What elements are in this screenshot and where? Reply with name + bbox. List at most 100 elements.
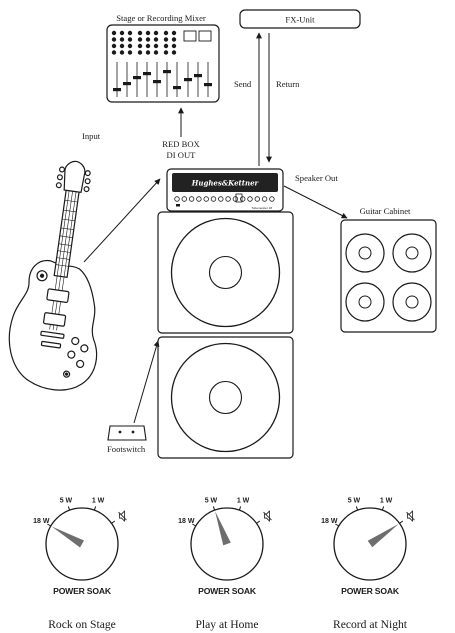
mixer-knob: [111, 37, 117, 42]
mixer-knob: [127, 43, 133, 49]
amp-knob: [269, 196, 275, 202]
amp-knob: [232, 196, 239, 202]
mixer-fader-cap: [143, 72, 151, 76]
mixer-knob: [137, 30, 143, 36]
mixer-knob: [171, 43, 177, 49]
mixer-fader-bank: [113, 62, 212, 97]
upper-speaker-cabinet: [157, 211, 294, 334]
lower-speaker-cone: [170, 342, 281, 453]
mixer-knob: [137, 37, 143, 42]
mixer-fader-cap: [113, 88, 121, 92]
mixer-display-right: [198, 30, 212, 42]
mixer-knob: [137, 50, 143, 55]
mixer-knob: [163, 37, 169, 42]
amp-knob: [261, 196, 268, 202]
speaker-cabinet-stack: [157, 211, 294, 459]
power-soak-label: POWER SOAK: [53, 586, 112, 596]
mixer-fader-cap: [133, 76, 141, 80]
amp-knob: [225, 196, 231, 202]
knob-scale-label: 18 W: [33, 518, 50, 525]
speaker-out-arrow: [283, 185, 348, 219]
guitar-cabinet-label: Guitar Cabinet: [360, 206, 411, 216]
cab-speaker-4: [392, 282, 432, 322]
mute-icon: [118, 510, 127, 523]
di-out-label: DI OUT: [167, 150, 197, 160]
power-soak-knob: 18 W 5 W 1 W POWER SOAK Rock on Stage: [33, 497, 127, 631]
mixer-fader-cap: [204, 83, 212, 87]
knob-scale-label: 1 W: [237, 497, 250, 504]
return-label: Return: [276, 79, 300, 89]
mixer-fader-cap: [123, 82, 131, 86]
mixer-knob: [153, 37, 159, 42]
mixer-knob: [119, 30, 125, 36]
amp-head: Hughes&Kettner Tubemeister 18: [166, 168, 284, 212]
mixer-knob: [163, 43, 169, 49]
amp-knob: [210, 196, 217, 202]
mixer-knob: [137, 43, 143, 49]
knob-caption: Record at Night: [333, 618, 408, 631]
mixer-knob: [171, 30, 177, 36]
knob-caption: Rock on Stage: [48, 618, 116, 631]
amp-control-panel: [174, 193, 275, 207]
amp-knob: [196, 196, 202, 202]
speaker-out-label: Speaker Out: [295, 173, 338, 183]
knob-caption: Play at Home: [195, 618, 258, 631]
amp-knob: [181, 196, 187, 202]
upper-speaker-cone: [170, 217, 281, 328]
knob-scale-label: 1 W: [380, 497, 393, 504]
send-label: Send: [234, 79, 252, 89]
mixer-fader-cap: [194, 74, 202, 78]
mixer-knob: [163, 50, 169, 55]
lower-speaker-cabinet: [157, 336, 294, 459]
power-soak-label: POWER SOAK: [341, 586, 400, 596]
amp-knob: [188, 196, 195, 202]
mute-icon: [263, 510, 272, 523]
mixer-label: Stage or Recording Mixer: [116, 13, 206, 23]
knob-scale-label: 5 W: [348, 497, 361, 504]
knob-scale-label: 5 W: [205, 497, 218, 504]
power-soak-label: POWER SOAK: [198, 586, 257, 596]
cab-speaker-3: [345, 282, 385, 322]
mixer-knob: [145, 30, 151, 36]
mixer-knob: [119, 43, 125, 49]
mixer: Stage or Recording Mixer: [106, 13, 220, 103]
input-label: Input: [82, 131, 101, 141]
mixer-fader-cap: [153, 80, 161, 84]
guitar-cabinet: Guitar Cabinet: [340, 206, 437, 333]
mixer-knob: [163, 30, 169, 36]
mixer-fader-cap: [184, 78, 192, 82]
mixer-knob: [119, 37, 125, 42]
amp-knob: [247, 196, 253, 202]
mixer-knob: [153, 50, 159, 55]
mixer-knob: [127, 30, 133, 36]
mixer-fader-cap: [173, 86, 181, 90]
amp-model-label: Tubemeister 18: [251, 206, 272, 210]
fx-unit-label: FX-Unit: [285, 15, 315, 25]
fx-unit: FX-Unit: [239, 9, 361, 29]
guitar-to-amp-arrow: [83, 178, 161, 263]
mixer-knob: [127, 37, 133, 42]
amp-knob: [203, 196, 209, 202]
knob-pointer: [51, 526, 84, 548]
mixer-knob: [119, 50, 125, 55]
amp-knob: [239, 196, 246, 202]
amp-knob: [254, 196, 260, 202]
lower-speaker-dustcap: [208, 380, 243, 415]
footswitch-label: Footswitch: [107, 444, 146, 454]
knob-scale-label: 1 W: [92, 497, 105, 504]
mixer-knob: [153, 30, 159, 36]
upper-speaker-dustcap: [208, 255, 243, 290]
mixer-knob: [153, 43, 159, 49]
knob-scale-label: 5 W: [60, 497, 73, 504]
mixer-knob: [111, 43, 117, 49]
guitar-icon: [8, 160, 98, 391]
knob-pointer: [367, 523, 399, 548]
mixer-knob: [145, 50, 151, 55]
red-box-label: RED BOX: [162, 139, 200, 149]
mixer-knob: [171, 50, 177, 55]
knob-pointer: [215, 511, 231, 546]
